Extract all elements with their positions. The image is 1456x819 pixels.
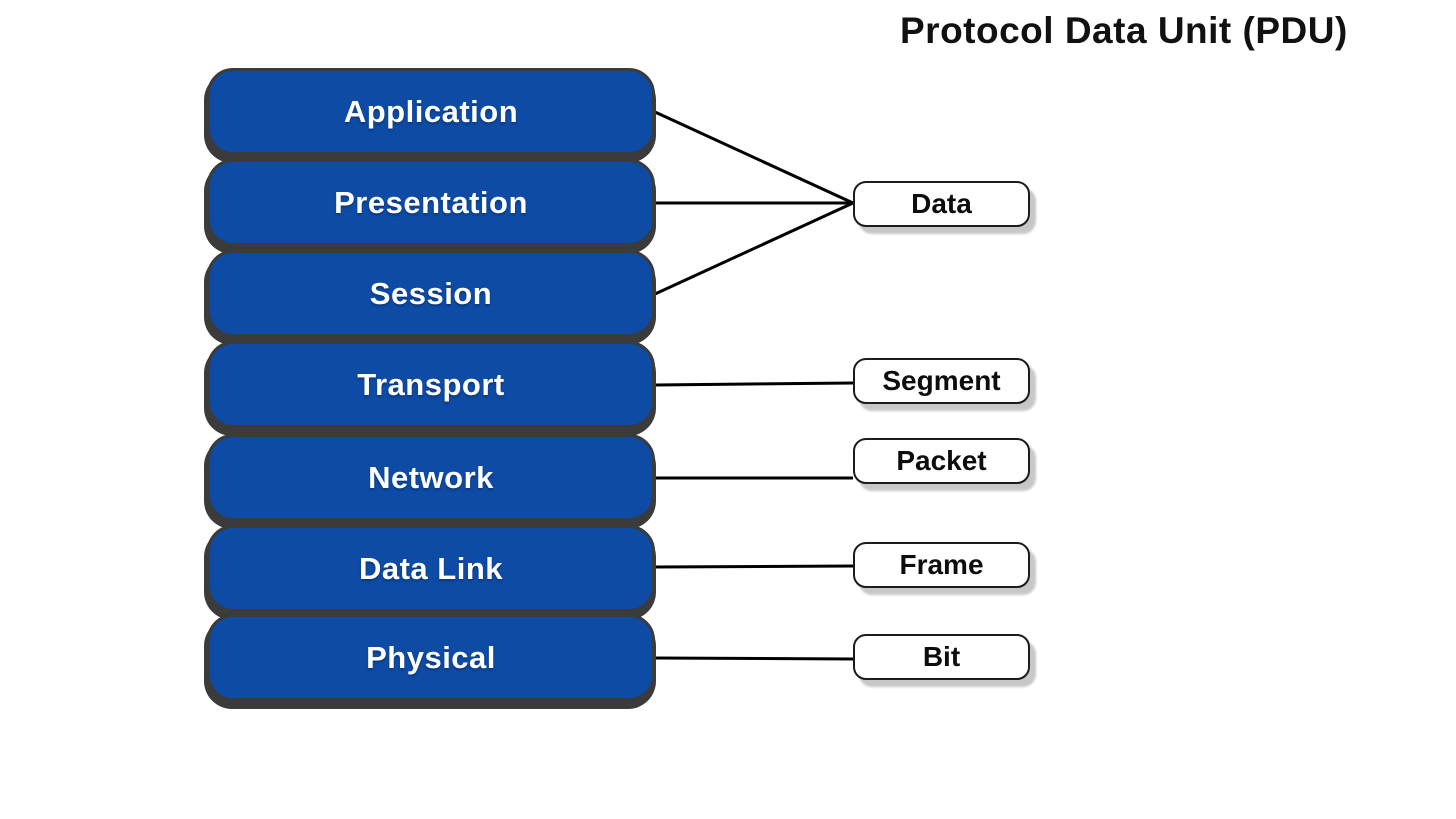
pdu-label: Data	[911, 188, 972, 219]
layer-box-data-link: Data Link	[207, 525, 655, 612]
layer-label: Application	[343, 93, 519, 129]
pdu-box-data: Data	[853, 181, 1030, 227]
layer-box-presentation: Presentation	[207, 159, 655, 246]
layer-box-physical: Physical	[207, 614, 655, 701]
layer-box-transport: Transport	[207, 341, 655, 428]
layer-box-network: Network	[207, 434, 655, 521]
pdu-label: Segment	[882, 365, 1001, 396]
layer-label: Presentation	[334, 184, 528, 220]
layer-label: Physical	[366, 639, 496, 675]
pdu-box-packet: Packet	[853, 438, 1030, 484]
layer-label: Transport	[357, 366, 505, 402]
pdu-box-segment: Segment	[853, 358, 1030, 404]
layer-label: Session	[369, 275, 493, 311]
pdu-label: Packet	[896, 445, 987, 476]
layer-box-application: Application	[207, 68, 655, 155]
layer-box-session: Session	[207, 250, 655, 337]
pdu-label: Bit	[922, 641, 961, 672]
layer-label: Data Link	[358, 550, 504, 586]
pdu-box-frame: Frame	[853, 542, 1030, 588]
diagram-title: Protocol Data Unit (PDU)	[900, 10, 1348, 51]
pdu-box-bit: Bit	[853, 634, 1030, 680]
pdu-label: Frame	[899, 549, 984, 580]
layer-label: Network	[368, 459, 494, 495]
